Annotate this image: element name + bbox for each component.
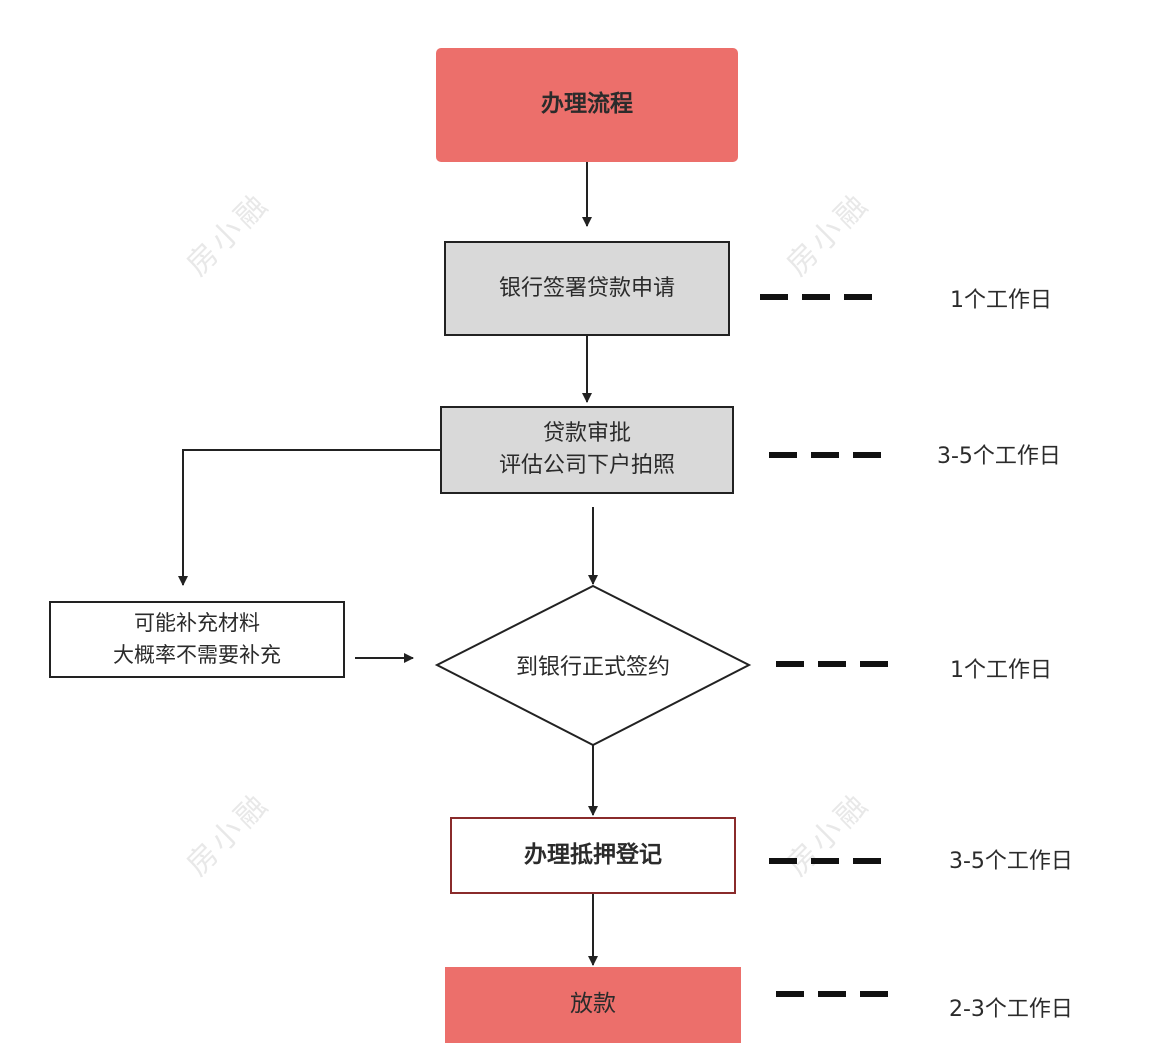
node-supplement-line-2: 大概率不需要补充 <box>113 642 281 667</box>
node-disbursement-label: 放款 <box>570 991 616 1018</box>
duration-disbursement: 2-3个工作日 <box>949 997 1073 1022</box>
node-approval-line-1: 贷款审批 <box>542 421 631 447</box>
duration-mortgage-registration: 3-5个工作日 <box>949 849 1073 874</box>
duration-sign-application: 1个工作日 <box>950 288 1052 313</box>
node-supplement: 可能补充材料 大概率不需要补充 <box>49 601 345 678</box>
node-sign-contract-label: 到银行正式签约 <box>515 655 670 680</box>
node-title: 办理流程 <box>436 48 738 162</box>
node-mortgage-registration-label: 办理抵押登记 <box>524 841 662 868</box>
node-sign-application-label: 银行签署贷款申请 <box>498 275 675 301</box>
duration-sign-contract: 1个工作日 <box>950 658 1052 683</box>
node-sign-application: 银行签署贷款申请 <box>444 241 730 336</box>
duration-approval: 3-5个工作日 <box>937 444 1061 469</box>
node-approval: 贷款审批 评估公司下户拍照 <box>440 406 734 494</box>
arrow-approval-to-supplement <box>178 449 440 586</box>
node-approval-line-2: 评估公司下户拍照 <box>498 453 675 478</box>
node-supplement-line-1: 可能补充材料 <box>134 611 260 635</box>
node-mortgage-registration: 办理抵押登记 <box>450 817 736 894</box>
node-title-label: 办理流程 <box>541 91 633 118</box>
decision-diamond <box>434 584 752 747</box>
node-disbursement: 放款 <box>445 967 741 1043</box>
